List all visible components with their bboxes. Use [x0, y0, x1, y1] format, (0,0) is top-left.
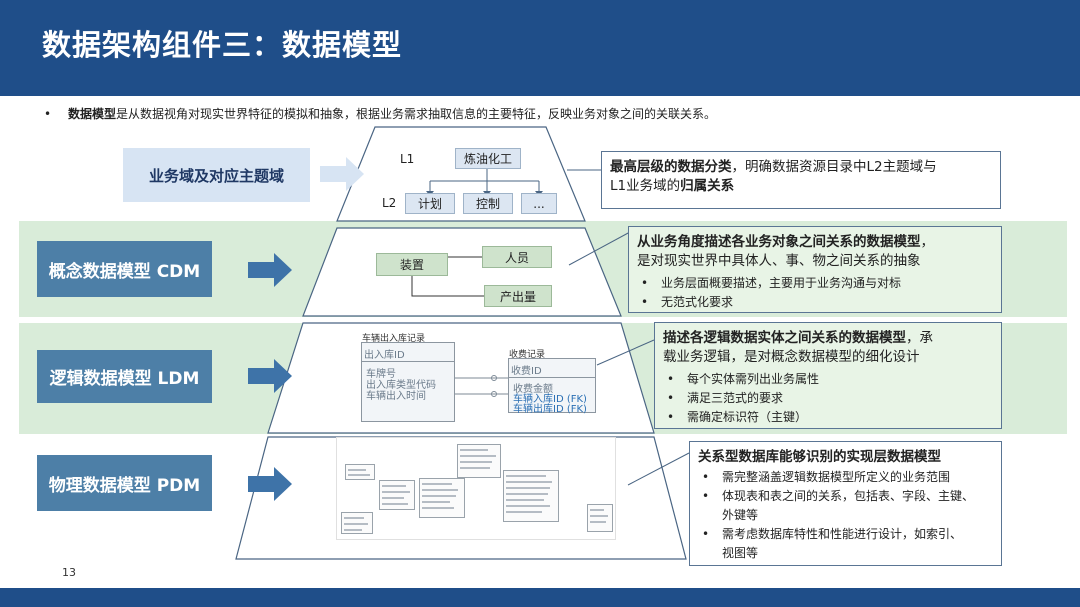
panel-text-part: ，承	[906, 330, 933, 346]
list-item: 无范式化要求	[637, 293, 993, 312]
list-item: 需考虑数据库特性和性能进行设计，如索引、	[698, 525, 993, 544]
cdm-label: 概念数据模型 CDM	[37, 241, 212, 297]
pdm-label: 物理数据模型 PDM	[37, 455, 212, 511]
l2-box: 控制	[463, 193, 513, 214]
pdm-table-shape	[419, 478, 465, 518]
bullet-icon: •	[44, 107, 52, 121]
cdm-bullet-list: 业务层面概要描述，主要用于业务沟通与对标 无范式化要求	[637, 274, 993, 312]
page-number: 13	[62, 566, 76, 579]
pdm-bullet-list: 需完整涵盖逻辑数据模型所定义的业务范围 体现表和表之间的关系，包括表、字段、主键…	[698, 468, 993, 563]
panel-text-part: L1业务域的	[610, 178, 681, 194]
pdm-table-shape	[345, 464, 375, 480]
pdm-table-shape	[341, 512, 373, 534]
subject-domain-panel: 最高层级的数据分类，明确数据资源目录中L2主题域与 L1业务域的归属关系	[601, 151, 1001, 209]
panel-text: 从业务角度描述各业务对象之间关系的数据模型，	[637, 233, 993, 252]
panel-text: 描述各逻辑数据实体之间关系的数据模型，承	[663, 329, 993, 348]
ldm-rel-2-end	[491, 391, 497, 397]
list-item: 体现表和表之间的关系，包括表、字段、主键、	[698, 487, 993, 506]
list-item: 每个实体需列出业务属性	[663, 370, 993, 389]
pdm-diagram-image	[336, 437, 616, 540]
ldm-entity-field: 车牌号	[366, 369, 396, 380]
panel-bold: 描述各逻辑数据实体之间关系的数据模型	[663, 330, 906, 346]
pdm-table-shape	[503, 470, 559, 522]
cdm-rel-2	[411, 276, 484, 297]
ldm-entity-field: 车辆出入时间	[366, 391, 426, 402]
pdm-table-shape	[457, 444, 501, 478]
l1-tag: L1	[400, 152, 415, 166]
arrow-right-icon	[320, 157, 364, 191]
panel-bold: 从业务角度描述各业务对象之间关系的数据模型	[637, 234, 921, 250]
panel-text-part: ，明确数据资源目录中L2主题域与	[731, 159, 937, 175]
ldm-entity-title: 车辆出入库记录	[362, 334, 426, 344]
panel-bold: 最高层级的数据分类	[610, 159, 732, 175]
list-item: 需完整涵盖逻辑数据模型所定义的业务范围	[698, 468, 993, 487]
list-item-continuation: 视图等	[722, 546, 759, 560]
pdm-table-shape	[587, 504, 613, 532]
ldm-rel-1-end	[491, 375, 497, 381]
cdm-entity: 产出量	[484, 285, 552, 307]
subject-domain-label: 业务域及对应主题域	[123, 148, 310, 202]
ldm-entity-field: 出入库类型代码	[366, 380, 436, 391]
ldm-entity: 出入库ID 车牌号 出入库类型代码 车辆出入时间	[361, 342, 455, 422]
connector-pdm	[627, 452, 690, 486]
ldm-panel: 描述各逻辑数据实体之间关系的数据模型，承 载业务逻辑，是对概念数据模型的细化设计…	[654, 322, 1002, 429]
pyramid-tier-cdm	[302, 227, 622, 317]
pdm-panel: 关系型数据库能够识别的实现层数据模型 需完整涵盖逻辑数据模型所定义的业务范围 体…	[689, 441, 1002, 566]
l2-box: ...	[521, 193, 557, 214]
l1-box: 炼油化工	[455, 148, 521, 169]
list-item: 需确定标识符（主键）	[663, 408, 993, 427]
ldm-entity-field: 车辆入库ID (FK)	[513, 394, 587, 405]
panel-text: 关系型数据库能够识别的实现层数据模型	[698, 448, 993, 467]
panel-text-part: ，	[920, 234, 935, 250]
ldm-entity-field: 收费金额	[513, 384, 553, 395]
ldm-bullet-list: 每个实体需列出业务属性 满足三范式的要求 需确定标识符（主键）	[663, 370, 993, 427]
ldm-entity-key: 收费ID	[509, 359, 595, 378]
cdm-entity: 人员	[482, 246, 552, 268]
arrow-right-icon	[248, 467, 292, 501]
panel-bold: 归属关系	[680, 178, 735, 194]
arrow-right-icon	[248, 253, 292, 287]
panel-text: L1业务域的归属关系	[610, 177, 992, 196]
l2-box: 计划	[405, 193, 455, 214]
ldm-entity-field: 车辆出库ID (FK)	[513, 404, 587, 415]
pdm-table-shape	[379, 480, 415, 510]
ldm-entity: 收费ID 收费金额 车辆入库ID (FK) 车辆出库ID (FK)	[508, 358, 596, 415]
ldm-entity-key: 出入库ID	[362, 343, 454, 362]
panel-bold: 关系型数据库能够识别的实现层数据模型	[698, 449, 941, 465]
intro-bold: 数据模型	[68, 107, 117, 121]
cdm-entity: 装置	[376, 253, 448, 276]
panel-text: 是对现实世界中具体人、事、物之间关系的抽象	[637, 253, 921, 269]
ldm-entity-title: 收费记录	[509, 350, 546, 360]
list-item-continuation: 外键等	[722, 508, 759, 522]
ldm-label: 逻辑数据模型 LDM	[37, 350, 212, 403]
l2-tag: L2	[382, 196, 397, 210]
list-item: 满足三范式的要求	[663, 389, 993, 408]
footer-bar	[0, 588, 1080, 607]
panel-text: 最高层级的数据分类，明确数据资源目录中L2主题域与	[610, 158, 992, 177]
connector-cdm	[568, 231, 631, 266]
cdm-panel: 从业务角度描述各业务对象之间关系的数据模型， 是对现实世界中具体人、事、物之间关…	[628, 226, 1002, 313]
page-title: 数据架构组件三：数据模型	[42, 28, 403, 62]
intro-line: • 数据模型是从数据视角对现实世界特征的模拟和抽象，根据业务需求抽取信息的主要特征…	[44, 105, 716, 122]
panel-text: 载业务逻辑，是对概念数据模型的细化设计	[663, 349, 920, 365]
arrow-right-icon	[248, 359, 292, 393]
title-bar: 数据架构组件三：数据模型	[0, 0, 1080, 96]
list-item: 业务层面概要描述，主要用于业务沟通与对标	[637, 274, 993, 293]
intro-text: 是从数据视角对现实世界特征的模拟和抽象，根据业务需求抽取信息的主要特征，反映业务…	[116, 107, 717, 121]
connector-ldm	[596, 339, 655, 366]
